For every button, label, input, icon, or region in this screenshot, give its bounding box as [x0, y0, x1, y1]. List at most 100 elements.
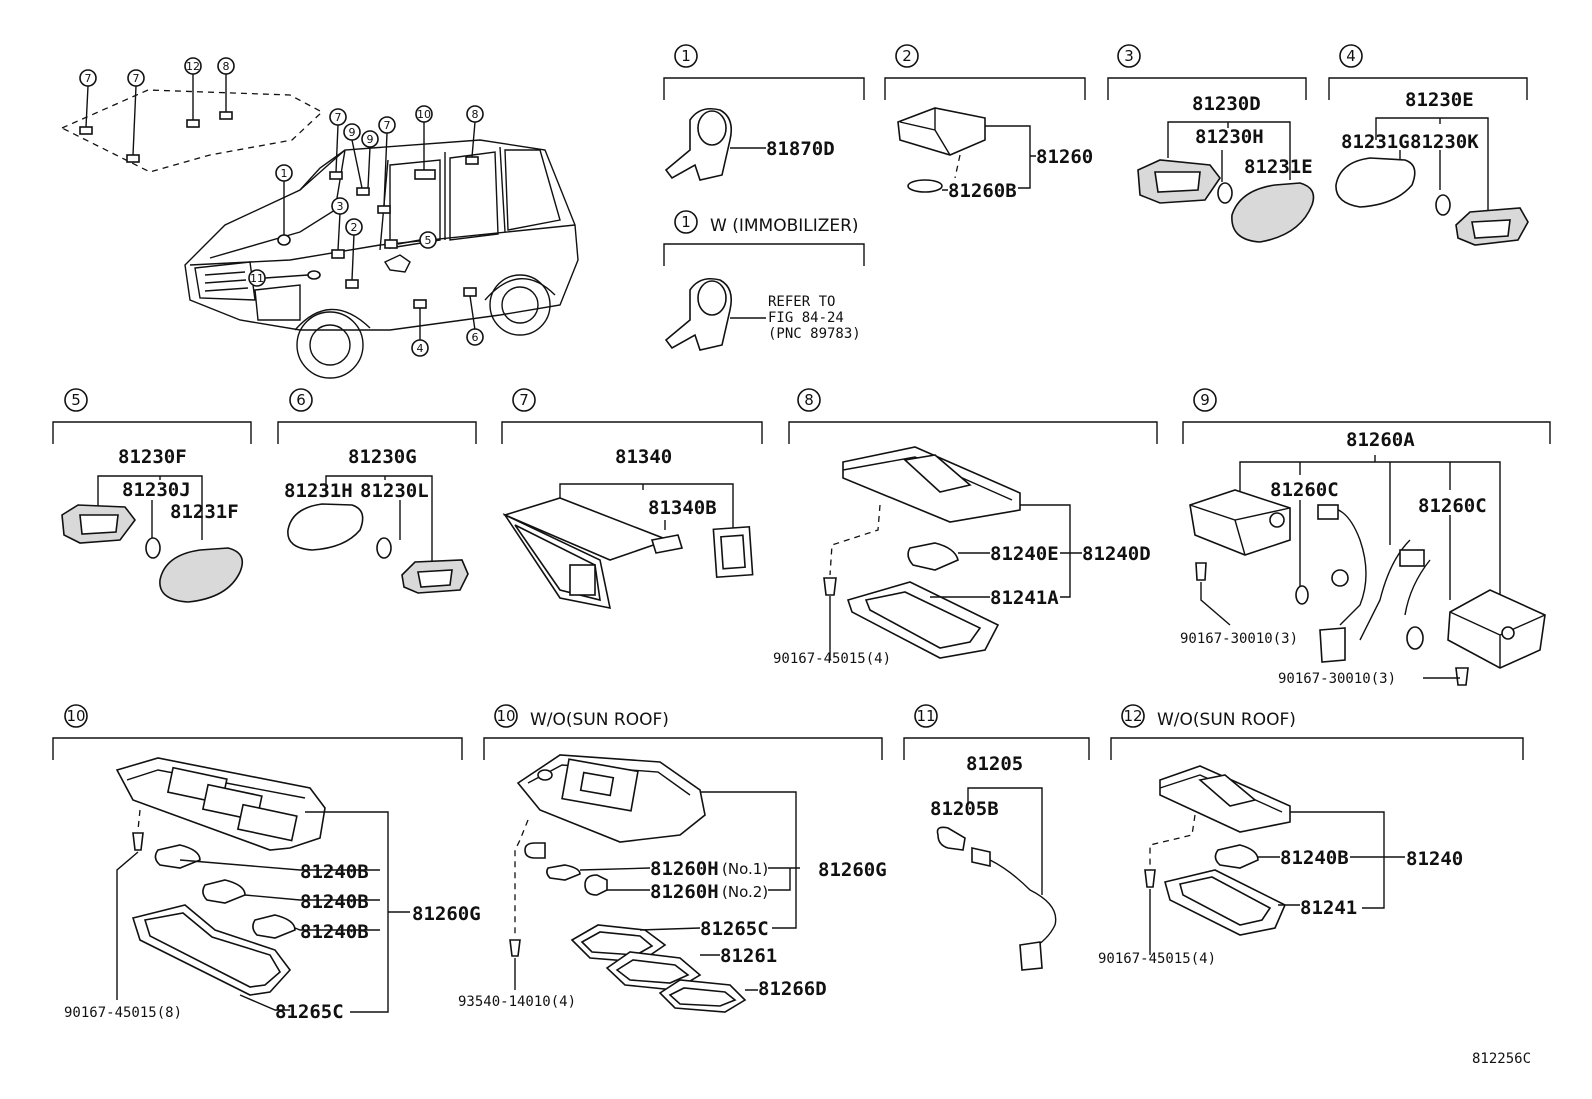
part-81260B: 81260B: [948, 180, 1017, 202]
svg-text:12: 12: [186, 60, 200, 73]
svg-text:1: 1: [681, 213, 691, 231]
part-81260G-1: 81260G: [412, 903, 481, 925]
part-81205: 81205: [966, 753, 1023, 775]
part-81260H-no1: (No.1): [722, 860, 768, 878]
group-2: 2 81260 81260B: [884, 44, 1093, 202]
diagram-code: 812256C: [1472, 1051, 1531, 1067]
svg-text:12: 12: [1123, 707, 1142, 725]
part-81241: 81241: [1300, 897, 1357, 919]
screw-90167-45015-4a: 90167-45015(4): [773, 651, 891, 667]
note-sunroof-12: W/O(SUN ROOF): [1157, 710, 1296, 730]
overview-callout-12: 12: [184, 57, 202, 75]
svg-text:10: 10: [66, 707, 85, 725]
overview-callout-3: 3: [331, 197, 349, 215]
part-81240B-4: 81240B: [1280, 847, 1349, 869]
svg-text:1: 1: [281, 167, 288, 180]
svg-text:1: 1: [681, 47, 691, 65]
part-81230F: 81230F: [118, 446, 187, 468]
svg-text:10: 10: [496, 707, 515, 725]
part-81240B-2: 81240B: [300, 891, 369, 913]
group-1: 1 81870D: [663, 44, 865, 181]
part-81870D: 81870D: [766, 138, 835, 160]
overview-callout-4: 4: [411, 339, 429, 357]
screw-93540-14010-4: 93540-14010(4): [458, 994, 576, 1010]
overview-callout-10: 10: [415, 105, 433, 123]
group-11: 11 81205 81205B: [903, 704, 1090, 971]
svg-text:8: 8: [223, 60, 230, 73]
part-81260G-2: 81260G: [818, 859, 887, 881]
svg-text:11: 11: [250, 272, 264, 285]
refer-line-1: REFER TO: [768, 294, 835, 310]
group-3: 3 81230D 81230H 81231E: [1107, 44, 1315, 243]
group-10-wo-sunroof: 10 W/O(SUN ROOF) 81260H (No.1) 81260H (N…: [458, 704, 887, 1013]
svg-text:3: 3: [337, 200, 344, 213]
part-81231F: 81231F: [170, 501, 239, 523]
part-81241A: 81241A: [990, 587, 1059, 609]
svg-text:7: 7: [133, 72, 140, 85]
group-8: 8 81240E 81240D 81241A 90167-45015(4): [773, 388, 1158, 667]
group-4: 4 81230E 81231G 81230K: [1328, 44, 1529, 246]
svg-text:9: 9: [367, 133, 374, 146]
svg-text:2: 2: [351, 221, 358, 234]
overview-callout-7a: 7: [79, 69, 97, 87]
part-81260H-2: 81260H: [650, 881, 719, 903]
overview-callout-11: 11: [248, 269, 266, 287]
part-81340: 81340: [615, 446, 672, 468]
part-81230L: 81230L: [360, 480, 429, 502]
screw-90167-45015-4b: 90167-45015(4): [1098, 951, 1216, 967]
svg-text:5: 5: [71, 391, 81, 409]
part-81340B: 81340B: [648, 497, 717, 519]
svg-text:2: 2: [902, 47, 912, 65]
part-81240B-1: 81240B: [300, 861, 369, 883]
part-81230J: 81230J: [122, 479, 191, 501]
overview-callout-8b: 8: [466, 105, 484, 123]
group-1-immobilizer: 1 W (IMMOBILIZER) REFER TO FIG 84-24 (PN…: [663, 210, 865, 351]
svg-text:7: 7: [384, 119, 391, 132]
svg-text:7: 7: [85, 72, 92, 85]
part-81230G: 81230G: [348, 446, 417, 468]
group-10: 10 81240B 81240B 81240B 81260G 81265C 90…: [52, 704, 481, 1023]
svg-text:8: 8: [804, 391, 814, 409]
screw-90167-30010-b: 90167-30010(3): [1278, 671, 1396, 687]
part-81260C-2: 81260C: [1418, 495, 1487, 517]
overview-callout-8a: 8: [217, 57, 235, 75]
svg-text:11: 11: [916, 707, 935, 725]
svg-text:7: 7: [519, 391, 529, 409]
overview-callout-2: 2: [345, 218, 363, 236]
svg-text:8: 8: [472, 108, 479, 121]
part-81231G: 81231G: [1341, 131, 1410, 153]
svg-text:9: 9: [349, 126, 356, 139]
part-81260C-1: 81260C: [1270, 479, 1339, 501]
part-81230E: 81230E: [1405, 89, 1474, 111]
group-5: 5 81230F 81230J 81231F: [52, 388, 252, 603]
part-81260H-no2: (No.2): [722, 883, 768, 901]
overview-callout-7d: 7: [378, 116, 396, 134]
part-81230K: 81230K: [1410, 131, 1479, 153]
group-6: 6 81230G 81231H 81230L: [277, 388, 477, 594]
part-81261: 81261: [720, 945, 777, 967]
overview-callout-9b: 9: [361, 130, 379, 148]
part-81260: 81260: [1036, 146, 1093, 168]
group-9: 9 81260A 81260C 81260C 90167-30010(3) 90…: [1180, 388, 1551, 687]
part-81240D: 81240D: [1082, 543, 1151, 565]
part-81266D: 81266D: [758, 978, 827, 1000]
svg-text:7: 7: [335, 111, 342, 124]
part-81240: 81240: [1406, 848, 1463, 870]
group-12: 12 W/O(SUN ROOF) 81240B 81240 81241 9016…: [1098, 704, 1524, 967]
overview-callout-9a: 9: [343, 123, 361, 141]
svg-text:3: 3: [1124, 47, 1134, 65]
overview-callout-1: 1: [275, 164, 293, 182]
part-81240E: 81240E: [990, 543, 1059, 565]
note-sunroof-10: W/O(SUN ROOF): [530, 710, 669, 730]
overview-callout-5: 5: [419, 231, 437, 249]
part-81231E: 81231E: [1244, 156, 1313, 178]
svg-text:10: 10: [417, 108, 431, 121]
part-81260H-1: 81260H: [650, 858, 719, 880]
refer-line-3: (PNC 89783): [768, 326, 861, 342]
part-81230D: 81230D: [1192, 93, 1261, 115]
overview-callout-6: 6: [466, 328, 484, 346]
group-7: 7 81340 81340B: [501, 388, 763, 610]
part-81231H: 81231H: [284, 480, 353, 502]
svg-text:4: 4: [1346, 47, 1356, 65]
